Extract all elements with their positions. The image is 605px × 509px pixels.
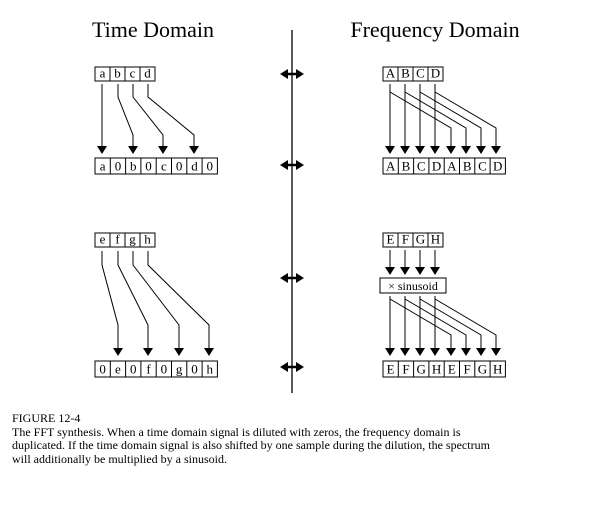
- cell-value: C: [417, 159, 426, 174]
- caption-label: FIGURE 12-4: [12, 411, 81, 425]
- cell-value: 0: [191, 362, 198, 377]
- cell-value: b: [130, 159, 137, 174]
- mapping-arrow: [101, 251, 123, 356]
- mapping-arrow: [389, 91, 456, 154]
- cell-value: a: [100, 159, 106, 174]
- double-arrow-icon: [280, 160, 304, 170]
- cell-value: d: [144, 66, 151, 81]
- multiplier-border: [379, 277, 447, 294]
- cell-value: 0: [207, 159, 214, 174]
- cell-value: H: [432, 362, 441, 377]
- cell-value: F: [464, 362, 471, 377]
- double-arrow-icon: [280, 362, 304, 372]
- cell-value: F: [402, 362, 409, 377]
- double-arrow-icon: [280, 273, 304, 283]
- cell-value: f: [115, 232, 120, 247]
- cell-value: c: [161, 159, 167, 174]
- cell-value: A: [447, 159, 457, 174]
- cell-value: 0: [161, 362, 168, 377]
- mapping-arrow: [434, 91, 501, 154]
- cell-value: E: [387, 232, 395, 247]
- mapping-arrow: [117, 84, 138, 154]
- figure-caption: FIGURE 12-4 The FFT synthesis. When a ti…: [12, 411, 594, 466]
- mapping-arrow: [404, 91, 471, 154]
- cell-value: H: [431, 232, 440, 247]
- caption-line: The FFT synthesis. When a time domain si…: [12, 424, 461, 439]
- cell-value: e: [100, 232, 106, 247]
- cell-value: B: [402, 159, 411, 174]
- mapping-arrow: [419, 298, 486, 356]
- mapping-arrow: [147, 251, 214, 356]
- cell-value: D: [432, 159, 441, 174]
- cell-value: G: [416, 232, 425, 247]
- sinusoid-multiplier-box: × sinusoid: [379, 277, 447, 294]
- mapping-arrow: [434, 298, 501, 356]
- cell-value: E: [387, 362, 395, 377]
- transform-arrows: [280, 69, 304, 372]
- cell-value: b: [114, 66, 121, 81]
- mapping-arrow: [389, 298, 456, 356]
- mapping-arrow: [117, 251, 153, 356]
- mapping-arrow: [147, 84, 199, 154]
- cell-value: H: [493, 362, 502, 377]
- mapping-arrow: [404, 298, 471, 356]
- cell-value: g: [176, 362, 183, 377]
- cell-value: G: [417, 362, 426, 377]
- caption-line: will additionally be multiplied by a sin…: [12, 451, 227, 466]
- cell-value: 0: [99, 362, 106, 377]
- time-domain-title: Time Domain: [92, 17, 214, 42]
- cell-value: D: [493, 159, 502, 174]
- cell-value: D: [431, 66, 440, 81]
- cell-value: g: [129, 232, 136, 247]
- cell-value: A: [386, 159, 396, 174]
- frequency-domain-title: Frequency Domain: [350, 17, 519, 42]
- cell-value: c: [130, 66, 136, 81]
- cell-value: B: [401, 66, 410, 81]
- cell-value: C: [478, 159, 487, 174]
- cell-value: 0: [130, 362, 137, 377]
- cell-value: C: [416, 66, 425, 81]
- cell-value: h: [207, 362, 214, 377]
- double-arrow-icon: [280, 69, 304, 79]
- cell-value: 0: [145, 159, 152, 174]
- cell-value: E: [448, 362, 456, 377]
- cell-value: F: [402, 232, 409, 247]
- caption-line: duplicated. If the time domain signal is…: [12, 438, 490, 452]
- cell-value: B: [463, 159, 472, 174]
- cell-value: f: [146, 362, 151, 377]
- cell-value: h: [144, 232, 151, 247]
- mapping-arrow: [132, 251, 184, 356]
- cell-value: a: [100, 66, 106, 81]
- cell-value: G: [478, 362, 487, 377]
- cell-value: 0: [176, 159, 183, 174]
- cell-value: e: [115, 362, 121, 377]
- multiplier-label: × sinusoid: [388, 279, 438, 293]
- cell-value: d: [191, 159, 198, 174]
- cell-value: A: [386, 66, 396, 81]
- mapping-arrow: [132, 84, 168, 154]
- mapping-arrow: [419, 91, 486, 154]
- cell-value: 0: [115, 159, 122, 174]
